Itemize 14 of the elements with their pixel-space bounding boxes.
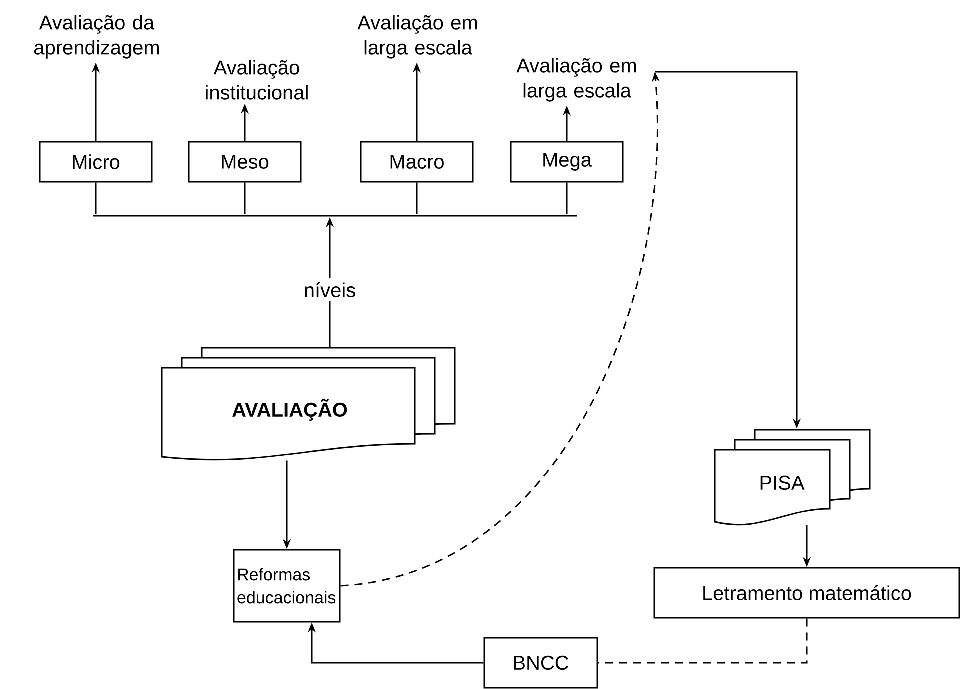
- process-box: Macro: [360, 141, 474, 183]
- process-box: Reformas educacionais: [233, 549, 341, 623]
- level-label: Avaliação institucional: [206, 60, 308, 100]
- process-box: Meso: [188, 141, 302, 183]
- document-stack: PISA: [714, 429, 871, 526]
- document-stack: AVALIAÇÃO: [161, 347, 456, 461]
- level-label: Avaliação da aprendizagem: [34, 15, 160, 59]
- level-label: Avaliação em larga escala: [516, 58, 636, 102]
- process-box: Letramento matemático: [654, 567, 960, 619]
- edge-label: níveis: [300, 278, 360, 302]
- process-box: BNCC: [484, 637, 598, 689]
- process-box: Mega: [510, 141, 624, 183]
- process-box: Micro: [39, 141, 153, 183]
- level-label: Avaliação em larga escala: [358, 15, 478, 59]
